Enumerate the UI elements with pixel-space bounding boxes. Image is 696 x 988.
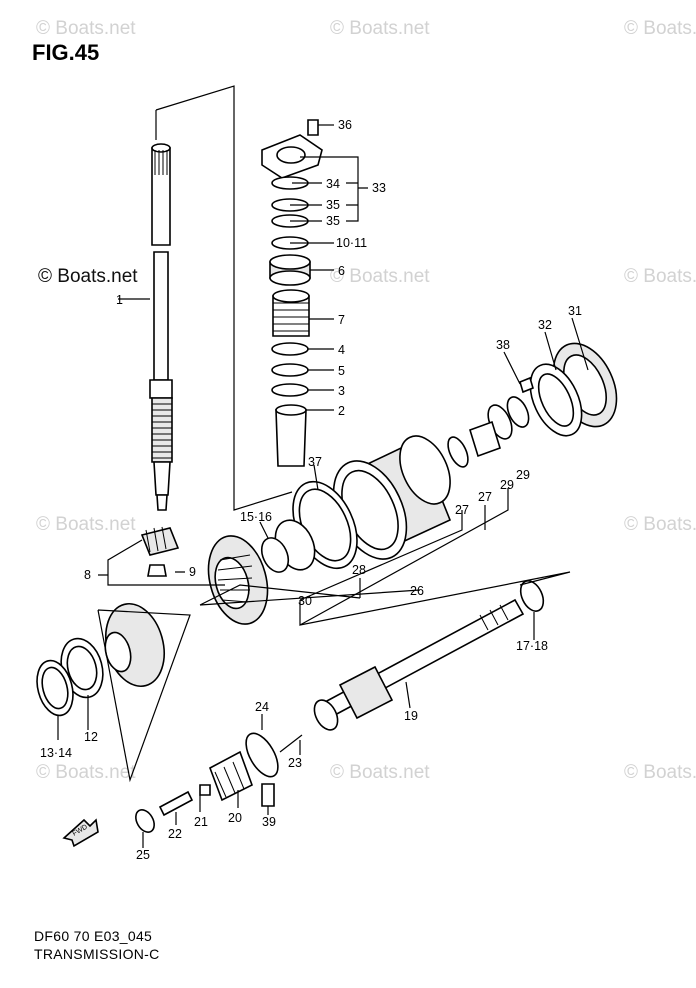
callout-20: 20	[228, 811, 242, 825]
callout-35: 35	[326, 198, 340, 212]
callout-24: 24	[255, 700, 269, 714]
callout-19: 19	[404, 709, 418, 723]
callout-6: 6	[338, 264, 345, 278]
propeller-shaft-housing	[260, 435, 452, 573]
callout-37: 37	[308, 455, 322, 469]
drive-shaft	[149, 143, 173, 511]
callout-1: 1	[116, 293, 123, 307]
watermark: © Boats.net	[36, 514, 136, 535]
fwd-arrow-icon: FWD	[62, 818, 99, 848]
callout-22: 22	[168, 827, 182, 841]
footer-section: TRANSMISSION-C	[34, 946, 160, 962]
bearing-cluster-right	[447, 342, 618, 468]
callout-15-16: 15·16	[240, 510, 272, 524]
callout-34: 34	[326, 177, 340, 191]
callout-36: 36	[338, 118, 352, 132]
callout-8: 8	[84, 568, 91, 582]
callout-29: 29	[500, 478, 514, 492]
watermark: © Boats.net	[624, 514, 696, 535]
callout-13-14: 13·14	[40, 746, 72, 760]
callout-29: 29	[516, 468, 530, 482]
pinion-gear	[140, 526, 180, 577]
callout-23: 23	[288, 756, 302, 770]
bearing-housing-stack	[261, 119, 323, 467]
callout-10-11: 10·11	[336, 236, 367, 250]
callout-21: 21	[194, 815, 208, 829]
watermark: © Boats.net	[624, 18, 696, 39]
callout-17-18: 17·18	[516, 639, 548, 653]
callout-12: 12	[84, 730, 98, 744]
callout-39: 39	[262, 815, 276, 829]
bevel-gear-forward	[207, 535, 269, 625]
callout-labels: 36 34 33 35 35 10·11 6 7 4 5 3 2 1 31 32…	[40, 118, 582, 862]
callout-38: 38	[496, 338, 510, 352]
watermark: © Boats.net	[330, 18, 430, 39]
watermark: © Boats.net	[624, 762, 696, 783]
watermark: © Boats.net	[36, 762, 136, 783]
bevel-gear-reverse	[36, 602, 165, 717]
callout-3: 3	[338, 384, 345, 398]
watermark: © Boats.net	[330, 266, 430, 287]
callout-31: 31	[568, 304, 582, 318]
callout-33: 33	[372, 181, 386, 195]
callout-25: 25	[136, 848, 150, 862]
callout-28: 28	[352, 563, 366, 577]
callout-32: 32	[538, 318, 552, 332]
clutch-assembly	[135, 732, 303, 833]
footer-code: DF60 70 E03_045	[34, 928, 153, 944]
callout-27: 27	[478, 490, 492, 504]
propeller-shaft	[313, 580, 545, 731]
callout-4: 4	[338, 343, 345, 357]
leader-lines	[57, 124, 589, 848]
callout-9: 9	[189, 565, 196, 579]
callout-27: 27	[455, 503, 469, 517]
callout-7: 7	[338, 313, 345, 327]
callout-35: 35	[326, 214, 340, 228]
callout-2: 2	[338, 404, 345, 418]
watermark: © Boats.net	[624, 266, 696, 287]
watermark: © Boats.net	[36, 18, 136, 39]
figure-title: FIG.45	[32, 40, 100, 65]
watermark: © Boats.net	[330, 762, 430, 783]
watermark-dark: © Boats.net	[36, 266, 140, 288]
callout-5: 5	[338, 364, 345, 378]
callout-26: 26	[410, 584, 424, 598]
callout-30: 30	[298, 594, 312, 608]
